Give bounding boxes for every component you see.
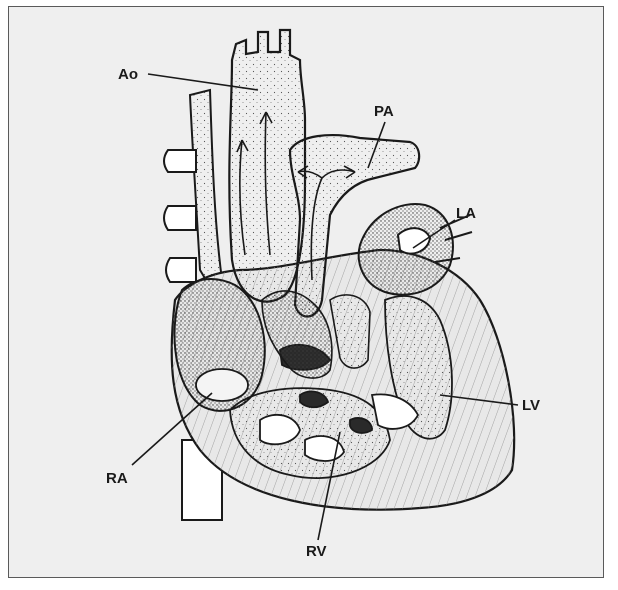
label-lv: LV: [522, 397, 540, 414]
label-ao: Ao: [118, 66, 138, 83]
label-rv: RV: [306, 543, 327, 560]
label-la: LA: [456, 205, 476, 222]
label-ra: RA: [106, 470, 128, 487]
label-pa: PA: [374, 103, 394, 120]
pulmonary-veins-left: [164, 150, 196, 282]
